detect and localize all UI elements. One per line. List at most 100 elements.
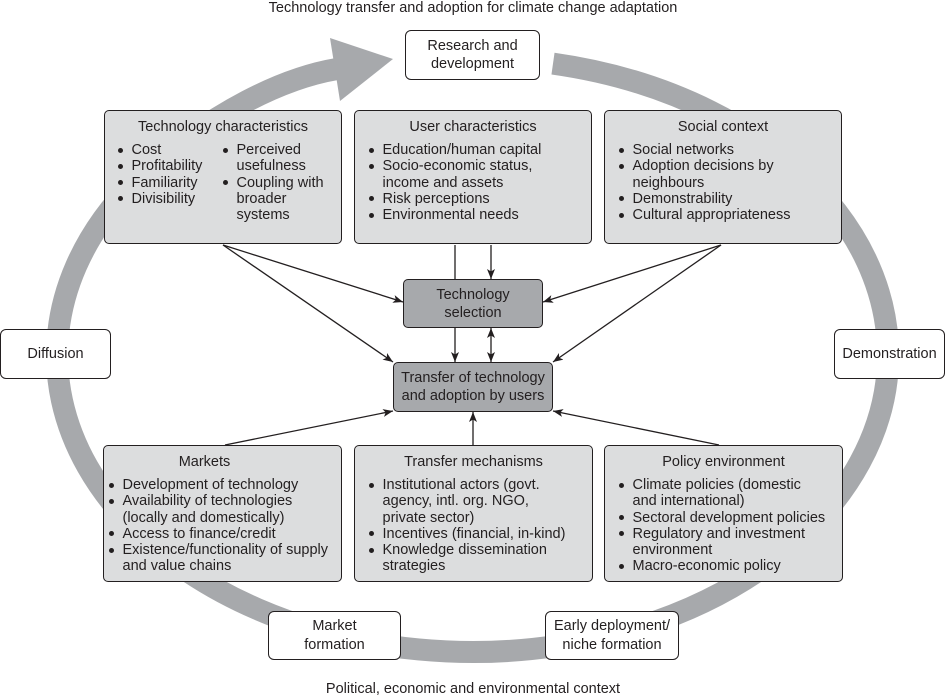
list-item: Cost: [118, 142, 222, 158]
factor-items: Social networks Adoption decisions by ne…: [619, 142, 839, 223]
bullet-icon: [369, 163, 374, 169]
list-item: Availability of technologies (locally an…: [109, 493, 339, 526]
bullet-icon: [369, 547, 374, 553]
factor-policy-environment: Policy environment Climate policies (dom…: [604, 445, 843, 582]
list-item-text: Cost: [131, 142, 162, 158]
list-item: Knowledge dissemination strategies: [369, 542, 590, 575]
bullet-icon: [619, 564, 624, 570]
bullet-icon: [223, 180, 228, 186]
bullet-icon: [619, 196, 624, 202]
technology-selection-box: Technology selection: [403, 279, 543, 328]
factor-user-characteristics: User characteristics Education/human cap…: [354, 110, 592, 244]
bullet-icon: [109, 482, 114, 488]
bullet-icon: [109, 547, 114, 553]
list-item: Macro-economic policy: [619, 558, 840, 574]
list-item: Social networks: [619, 142, 839, 158]
cycle-arrowhead-icon: [330, 38, 393, 101]
bullet-icon: [369, 531, 374, 537]
bullet-icon: [369, 482, 374, 488]
list-item-text: Divisibility: [131, 190, 196, 207]
bullet-icon: [118, 196, 123, 202]
list-item: Development of technology: [109, 477, 339, 493]
factor-title: Markets: [178, 454, 231, 470]
bullet-icon: [619, 531, 624, 537]
list-item: Risk perceptions: [369, 191, 589, 207]
list-item-text: Climate policies (domestic and internati…: [632, 477, 801, 510]
stage-market-formation: Market formation: [268, 611, 401, 660]
list-item-text: Incentives (financial, in-kind): [382, 525, 566, 542]
bullet-icon: [223, 147, 228, 153]
list-item: Existence/functionality of supply and va…: [109, 542, 339, 575]
bullet-icon: [109, 531, 114, 537]
list-item: Socio-economic status, income and assets: [369, 158, 589, 191]
list-item-text: Regulatory and investment environment: [632, 525, 806, 559]
list-item: Cultural appropriateness: [619, 207, 839, 223]
list-item-text: Risk perceptions: [382, 190, 490, 207]
list-item-text: Education/human capital: [382, 142, 542, 158]
stage-demonstration: Demonstration: [834, 329, 945, 379]
factor-items: Climate policies (domestic and internati…: [619, 477, 840, 575]
list-item: Incentives (financial, in-kind): [369, 526, 590, 542]
factor-markets: Markets Development of technology Availa…: [103, 445, 342, 582]
list-item: Divisibility: [118, 191, 222, 207]
bullet-icon: [619, 163, 624, 169]
list-item-text: Coupling with broader systems: [236, 174, 324, 224]
bullet-icon: [118, 180, 123, 186]
factor-title: Transfer mechanisms: [404, 454, 543, 470]
list-item: Adoption decisions by neighbours: [619, 158, 839, 191]
stage-diffusion: Diffusion: [0, 329, 111, 379]
factor-title: Social context: [677, 119, 769, 135]
stage-early-deployment: Early deployment/ niche formation: [545, 611, 679, 660]
list-item-text: Socio-economic status, income and assets: [382, 158, 533, 191]
list-item: Familiarity: [118, 175, 222, 191]
diagram-title: Technology transfer and adoption for cli…: [268, 0, 678, 16]
list-item: Regulatory and investment environment: [619, 526, 840, 559]
list-item: Demonstrability: [619, 191, 839, 207]
list-item-text: Existence/functionality of supply and va…: [122, 542, 329, 575]
factor-items: Development of technology Availability o…: [109, 477, 339, 575]
bullet-icon: [109, 498, 114, 504]
list-item-text: Cultural appropriateness: [632, 207, 791, 224]
list-item-text: Demonstrability: [632, 190, 733, 207]
list-item: Coupling with broader systems: [223, 175, 341, 224]
list-item-text: Development of technology: [122, 477, 299, 493]
list-item-text: Familiarity: [131, 174, 198, 191]
list-item: Climate policies (domestic and internati…: [619, 477, 840, 510]
list-item-text: Access to finance/credit: [122, 525, 276, 542]
factor-items-column: Perceived usefulness Coupling with broad…: [223, 142, 341, 223]
transfer-and-adoption-box: Transfer of technology and adoption by u…: [393, 362, 553, 412]
factor-social-context: Social context Social networks Adoption …: [604, 110, 842, 244]
factor-items-column: Cost Profitability Familiarity Divisibil…: [118, 142, 222, 207]
list-item-text: Adoption decisions by neighbours: [632, 158, 774, 191]
list-item-text: Institutional actors (govt. agency, intl…: [382, 477, 540, 526]
bullet-icon: [118, 163, 123, 169]
list-item-text: Social networks: [632, 142, 735, 158]
list-item-text: Perceived usefulness: [236, 142, 306, 175]
factor-title: User characteristics: [409, 119, 537, 135]
list-item: Access to finance/credit: [109, 526, 339, 542]
cycle-ring: [46, 52, 900, 663]
list-item-text: Knowledge dissemination strategies: [382, 542, 547, 575]
bullet-icon: [619, 482, 624, 488]
bullet-icon: [369, 196, 374, 202]
stage-research-and-development: Research and development: [405, 30, 540, 80]
factor-items: Institutional actors (govt. agency, intl…: [369, 477, 590, 575]
list-item-text: Profitability: [131, 158, 203, 175]
factor-title: Policy environment: [662, 454, 785, 470]
list-item: Education/human capital: [369, 142, 589, 158]
list-item-text: Macro-economic policy: [632, 558, 781, 575]
list-item-text: Availability of technologies (locally an…: [122, 493, 293, 526]
bullet-icon: [369, 212, 374, 218]
list-item: Profitability: [118, 158, 222, 174]
list-item-text: Environmental needs: [382, 207, 519, 224]
factor-items: Education/human capital Socio-economic s…: [369, 142, 589, 223]
bullet-icon: [619, 147, 624, 153]
bullet-icon: [369, 147, 374, 153]
list-item: Sectoral development policies: [619, 510, 840, 526]
list-item-text: Sectoral development policies: [632, 509, 826, 526]
context-label: Political, economic and environmental co…: [325, 681, 621, 697]
list-item: Institutional actors (govt. agency, intl…: [369, 477, 590, 526]
factor-title: Technology characteristics: [137, 119, 309, 135]
factor-transfer-mechanisms: Transfer mechanisms Institutional actors…: [354, 445, 593, 582]
